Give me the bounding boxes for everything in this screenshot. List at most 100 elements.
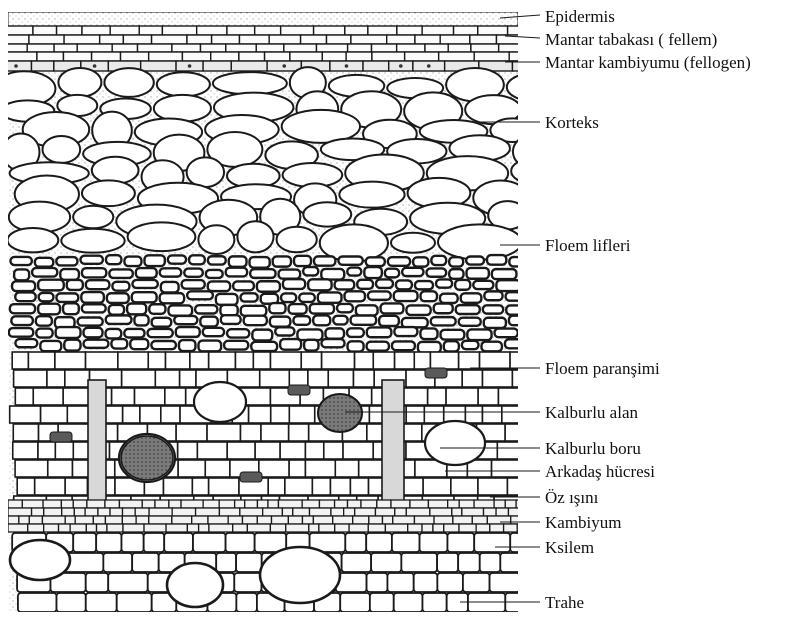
phloem-fiber-cell xyxy=(12,281,35,291)
cork-cell xyxy=(77,44,112,52)
cork-cell xyxy=(415,35,440,44)
phloem-cell xyxy=(510,352,541,369)
cambium-cell xyxy=(235,500,245,508)
phloem-fiber-cell xyxy=(112,282,129,291)
xylem-cell xyxy=(510,533,550,552)
phloem-fiber-cell xyxy=(206,270,223,278)
phloem-fiber-cell xyxy=(270,317,291,327)
phloem-fiber-cell xyxy=(434,304,453,314)
cork-cell xyxy=(187,35,212,44)
phloem-fiber-cell xyxy=(294,256,311,266)
phloem-fiber-cell xyxy=(431,256,446,265)
phloem-fiber-cell xyxy=(84,328,103,338)
phloem-fiber-cell xyxy=(111,339,127,349)
phloem-fiber-cell xyxy=(379,316,399,326)
xylem-cell xyxy=(117,593,152,612)
phloem-fiber-cell xyxy=(10,257,31,265)
phloem-fiber-cell xyxy=(81,292,104,303)
cambium-cell xyxy=(44,524,59,532)
xylem-cell xyxy=(411,613,431,622)
cambium-cell xyxy=(487,516,510,524)
phloem-fiber-cell xyxy=(275,327,294,335)
phloem-fiber-cell xyxy=(348,341,364,351)
phloem-cell xyxy=(15,460,48,477)
phloem-fiber-cell xyxy=(495,329,518,338)
xylem-cell xyxy=(234,573,261,592)
phloem-fiber-cell xyxy=(56,293,78,302)
cork-cell xyxy=(149,52,183,61)
cambium-cell xyxy=(410,500,428,508)
cork-cell xyxy=(211,52,239,61)
cambium-cell xyxy=(149,516,172,524)
xylem-cell xyxy=(422,593,446,612)
phloem-fiber-cell xyxy=(506,292,521,301)
cork-cell xyxy=(314,26,345,35)
phloem-fiber-cell xyxy=(67,280,83,290)
cambium-cell xyxy=(219,508,239,516)
xylem-cell xyxy=(490,573,521,592)
cambium-cell xyxy=(453,516,472,524)
phloem-cell xyxy=(28,352,54,369)
phloem-fiber-cell xyxy=(483,305,503,313)
xylem-cell xyxy=(132,553,159,572)
sieve-tube xyxy=(425,421,485,465)
cambium-cell xyxy=(462,508,484,516)
cambium-cell xyxy=(310,508,331,516)
phloem-fiber-cell xyxy=(160,268,182,276)
xylem-cell xyxy=(175,613,210,622)
cork-cell xyxy=(123,35,151,44)
cork-cell xyxy=(82,26,110,35)
phloem-cell xyxy=(12,352,28,369)
phloem-fiber-cell xyxy=(413,257,428,266)
cork-cell xyxy=(281,26,314,35)
phloem-fiber-cell xyxy=(56,327,81,338)
cambium-cell xyxy=(62,508,75,516)
cambium-cell xyxy=(74,508,85,516)
phloem-cell xyxy=(155,370,179,387)
phloem-fiber-cell xyxy=(127,304,146,315)
cork-cell xyxy=(31,61,53,71)
cork-cell xyxy=(197,26,227,35)
phloem-fiber-cell xyxy=(509,316,527,326)
cork-cell xyxy=(33,26,57,35)
phloem-fiber-cell xyxy=(436,279,452,287)
cambium-cell xyxy=(385,524,407,532)
phloem-fiber-cell xyxy=(149,304,165,314)
cambium-cell xyxy=(105,516,122,524)
xylem-cell xyxy=(447,533,474,552)
xylem-cell xyxy=(474,533,510,552)
label-kambiyum: Kambiyum xyxy=(545,514,622,531)
phloem-fiber-cell xyxy=(461,293,482,303)
xylem-cell xyxy=(437,553,458,572)
phloem-fiber-cell xyxy=(519,268,533,276)
cork-cell xyxy=(139,26,162,35)
cork-cell xyxy=(2,52,37,61)
cork-cell xyxy=(110,26,139,35)
phloem-cell xyxy=(163,478,192,495)
phloem-cell xyxy=(259,460,289,477)
phloem-fiber-cell xyxy=(441,330,465,340)
phloem-fiber-cell xyxy=(279,270,301,279)
phloem-cell xyxy=(524,442,543,459)
phloem-fiber-cell xyxy=(308,279,331,290)
phloem-cell xyxy=(176,424,207,441)
phloem-cell xyxy=(353,370,374,387)
phloem-cell xyxy=(482,370,512,387)
phloem-fiber-cell xyxy=(226,268,247,277)
cambium-cell xyxy=(199,524,209,532)
xylem-cell xyxy=(345,533,366,552)
cambium-cell xyxy=(257,516,271,524)
xylem-cell xyxy=(367,573,388,592)
phloem-cell xyxy=(446,388,478,405)
companion-cell xyxy=(50,432,72,442)
cambium-cell xyxy=(155,500,169,508)
phloem-cell xyxy=(33,388,63,405)
label-ksilem: Ksilem xyxy=(545,539,594,556)
phloem-fiber-cell xyxy=(444,341,459,351)
cambium-cell xyxy=(209,524,233,532)
cortex-cell xyxy=(58,68,101,97)
phloem-fiber-cell xyxy=(396,280,412,289)
epidermis-layer xyxy=(8,12,518,26)
phloem-cell xyxy=(285,478,313,495)
phloem-cell xyxy=(35,478,65,495)
